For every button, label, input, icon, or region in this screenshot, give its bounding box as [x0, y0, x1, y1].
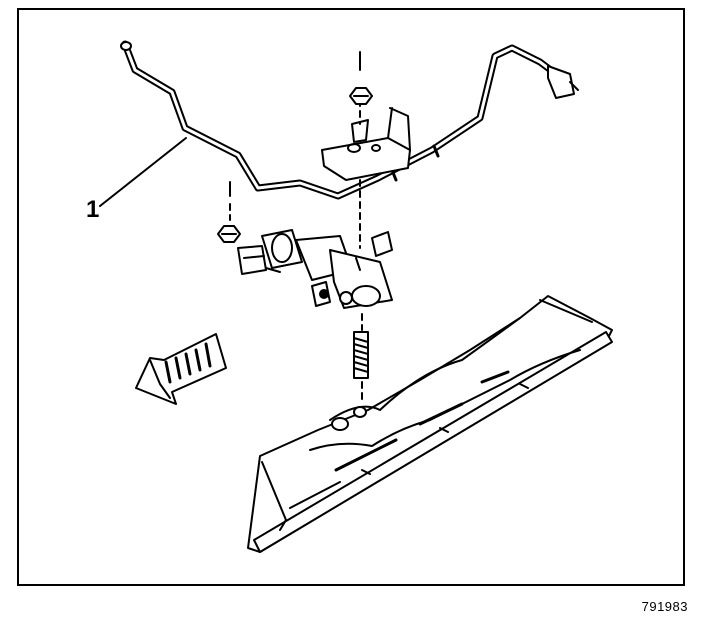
figure-number: 791983	[641, 599, 688, 614]
bracket-nut-icon	[349, 87, 373, 105]
front-direction-arrow-icon	[135, 333, 227, 405]
callout-leader	[99, 137, 187, 207]
fuel-feed-line	[120, 40, 579, 200]
fuel-rail-manifold	[247, 295, 613, 553]
mounting-bracket	[321, 51, 411, 181]
callout-label-1: 1	[86, 196, 100, 223]
threaded-stud	[353, 331, 369, 405]
pressure-regulator	[237, 229, 393, 309]
regulator-nut-icon	[217, 181, 241, 243]
